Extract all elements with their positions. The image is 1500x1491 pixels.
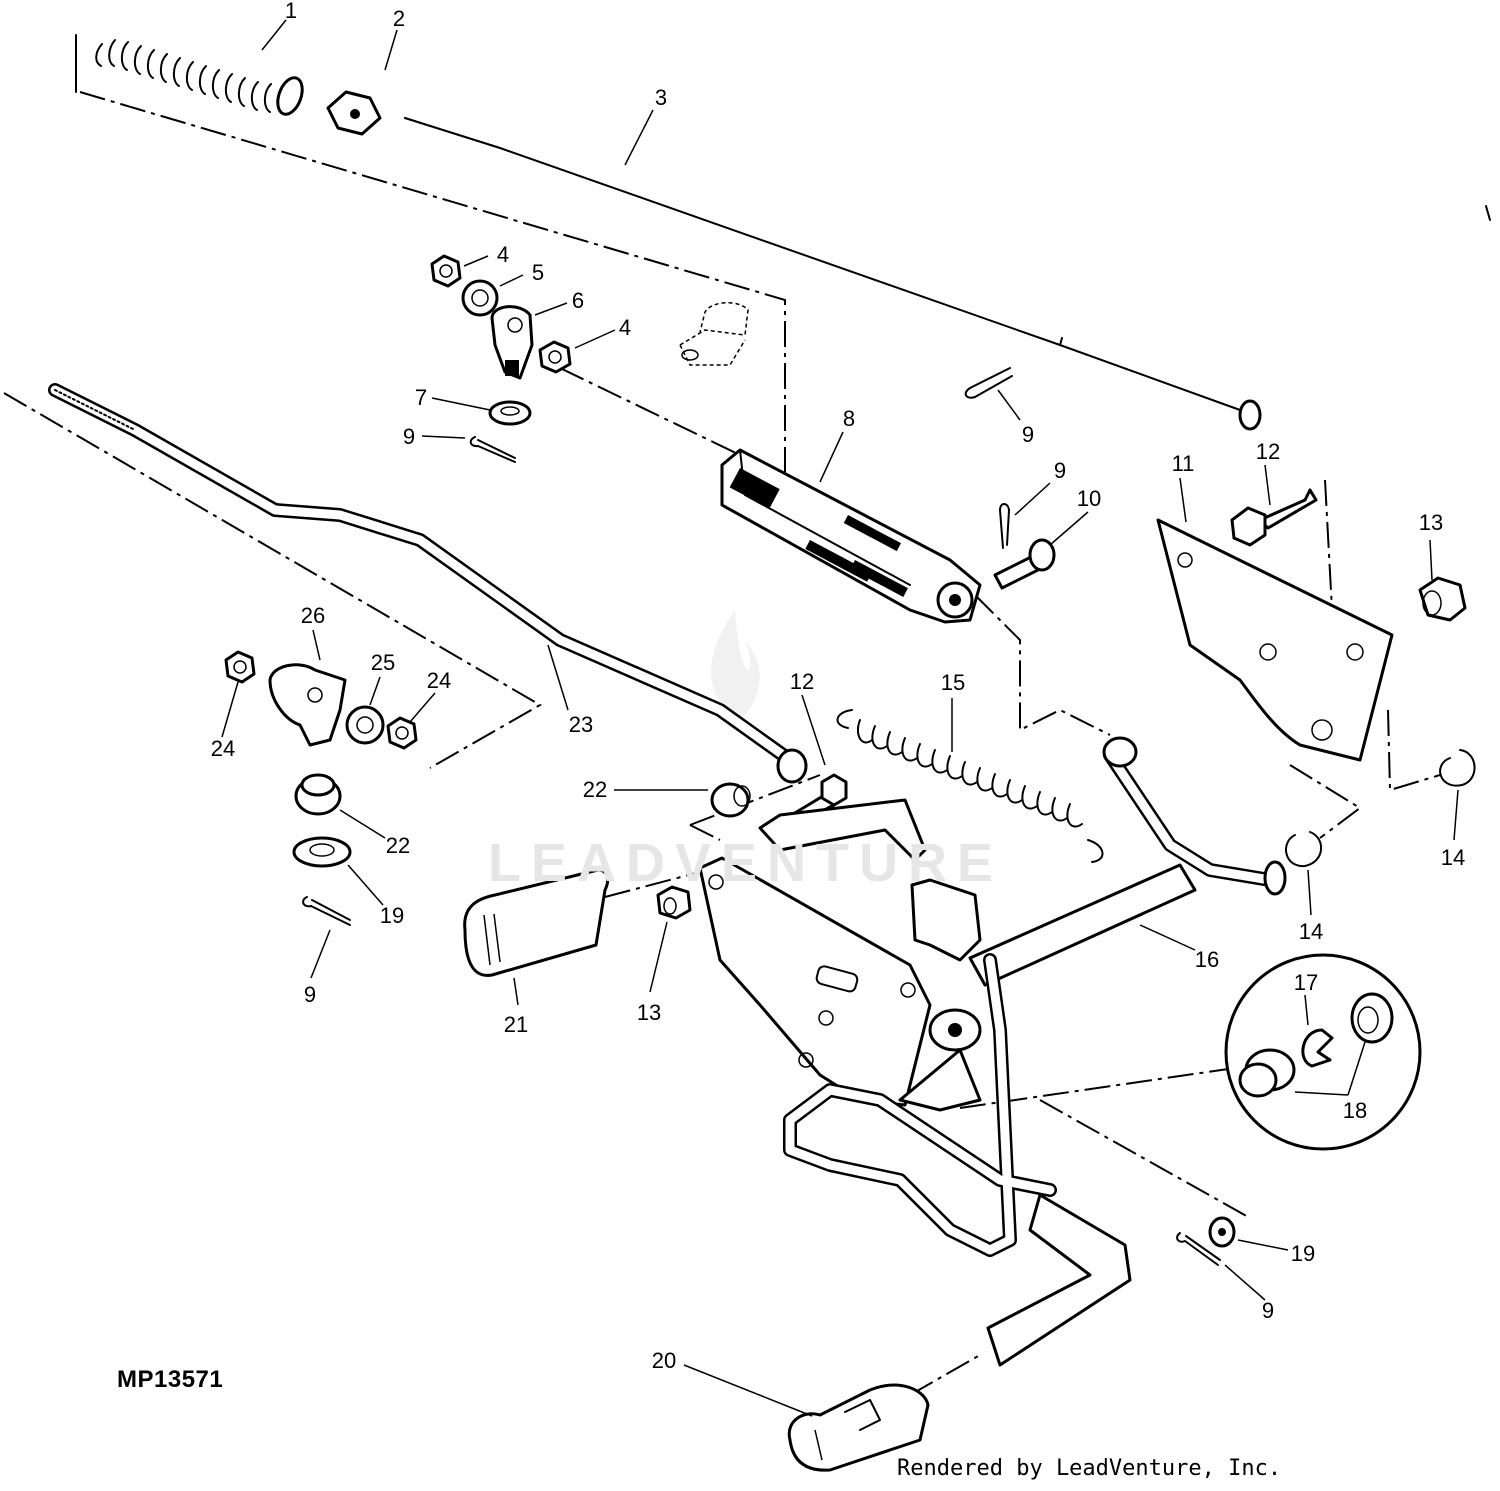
callout-4b: 4 xyxy=(619,315,631,340)
callout-18: 18 xyxy=(1343,1098,1367,1123)
part-18-bushing-outer xyxy=(1350,992,1394,1044)
part-13-bushing-left xyxy=(656,885,692,920)
callout-13a: 13 xyxy=(1419,510,1443,535)
callout-16: 16 xyxy=(1195,947,1219,972)
callout-6: 6 xyxy=(572,288,584,313)
part-22-bushing-right xyxy=(710,782,751,818)
part-22-bushing-left xyxy=(294,773,342,816)
callout-13b: 13 xyxy=(637,1000,661,1025)
callout-26: 26 xyxy=(301,603,325,628)
part-8-slotted-link xyxy=(720,448,982,624)
part-7-washer xyxy=(488,400,532,426)
watermark-text: LEADVENTURE xyxy=(488,833,1004,893)
part-14-ring-left xyxy=(1285,831,1322,868)
callout-9c: 9 xyxy=(1054,458,1066,483)
leader-lines xyxy=(221,19,1459,1417)
callout-3: 3 xyxy=(655,85,667,110)
callout-24a: 24 xyxy=(427,668,451,693)
callout-21: 21 xyxy=(504,1012,528,1037)
part-6-clamp xyxy=(490,305,534,380)
callout-8: 8 xyxy=(843,406,855,431)
part-5-lockwasher xyxy=(461,279,499,317)
part-11-plate xyxy=(1156,518,1394,762)
callout-numbers: 1 2 3 4 5 6 4 7 9 8 9 9 10 11 12 13 26 2… xyxy=(211,0,1465,1373)
callout-19b: 19 xyxy=(1291,1241,1315,1266)
part-18-bushing-inner xyxy=(1238,1048,1296,1098)
part-4-nut-lower xyxy=(538,340,572,374)
figure-reference-code: MP13571 xyxy=(117,1366,224,1393)
callout-24b: 24 xyxy=(211,736,235,761)
part-19-washer-right xyxy=(1208,1216,1236,1248)
part-17-c-clip xyxy=(1301,1028,1334,1068)
callout-11: 11 xyxy=(1172,451,1195,476)
ghost-bracket xyxy=(679,302,749,366)
part-2-bracket xyxy=(326,90,382,136)
part-21-pedal-pad xyxy=(463,868,610,977)
callout-20: 20 xyxy=(652,1348,676,1373)
callout-25: 25 xyxy=(371,650,395,675)
part-1-spring xyxy=(75,34,304,116)
callout-2: 2 xyxy=(393,6,405,31)
detail-circle xyxy=(1224,953,1422,1151)
part-4-nut-upper xyxy=(430,254,462,288)
part-16-pivot-shaft xyxy=(968,736,1287,987)
callout-4a: 4 xyxy=(497,242,509,267)
part-9-cotter-pin-c xyxy=(999,503,1010,549)
callout-9a: 9 xyxy=(403,424,415,449)
callout-1: 1 xyxy=(285,0,297,23)
callout-5: 5 xyxy=(532,260,544,285)
callout-7: 7 xyxy=(415,385,427,410)
callout-10: 10 xyxy=(1077,486,1101,511)
part-23-rod xyxy=(48,383,808,784)
callout-23: 23 xyxy=(569,712,593,737)
callout-22a: 22 xyxy=(583,777,607,802)
callout-17: 17 xyxy=(1294,970,1318,995)
callout-9e: 9 xyxy=(1262,1298,1274,1323)
part-19-washer-left xyxy=(292,836,352,868)
callout-12a: 12 xyxy=(1256,439,1280,464)
callout-14a: 14 xyxy=(1299,919,1323,944)
callout-12b: 12 xyxy=(790,669,814,694)
part-15-spring xyxy=(836,709,1104,863)
callout-15: 15 xyxy=(941,670,965,695)
stray-mark xyxy=(1485,205,1491,221)
callout-22b: 22 xyxy=(386,833,410,858)
part-9-cotter-pin-b xyxy=(964,367,1013,399)
callout-19a: 19 xyxy=(380,903,404,928)
part-12-bolt-upper xyxy=(1230,488,1318,547)
part-24-nut-right xyxy=(386,716,418,750)
part-13-bushing-right xyxy=(1418,576,1467,622)
part-24-nut-left xyxy=(224,650,256,684)
part-25-lockwasher xyxy=(345,705,385,745)
part-9-cotter-pin-a xyxy=(469,436,516,463)
part-10-clevis-pin xyxy=(993,538,1056,590)
watermark-logo xyxy=(711,610,760,720)
part-9-cotter-pin-d xyxy=(302,896,351,926)
part-3-rod xyxy=(404,117,1262,431)
part-14-ring-right xyxy=(1439,749,1476,787)
callout-14b: 14 xyxy=(1441,845,1465,870)
part-9-cotter-pin-e xyxy=(1176,1232,1221,1266)
callout-9b: 9 xyxy=(1022,422,1034,447)
callout-9d: 9 xyxy=(304,982,316,1007)
part-20-pedal-cap xyxy=(787,1383,930,1472)
render-credit: Rendered by LeadVenture, Inc. xyxy=(897,1456,1282,1481)
pedal-arm xyxy=(783,953,1132,1367)
main-pedal-bracket xyxy=(698,798,982,1112)
part-26-clamp xyxy=(268,663,347,747)
